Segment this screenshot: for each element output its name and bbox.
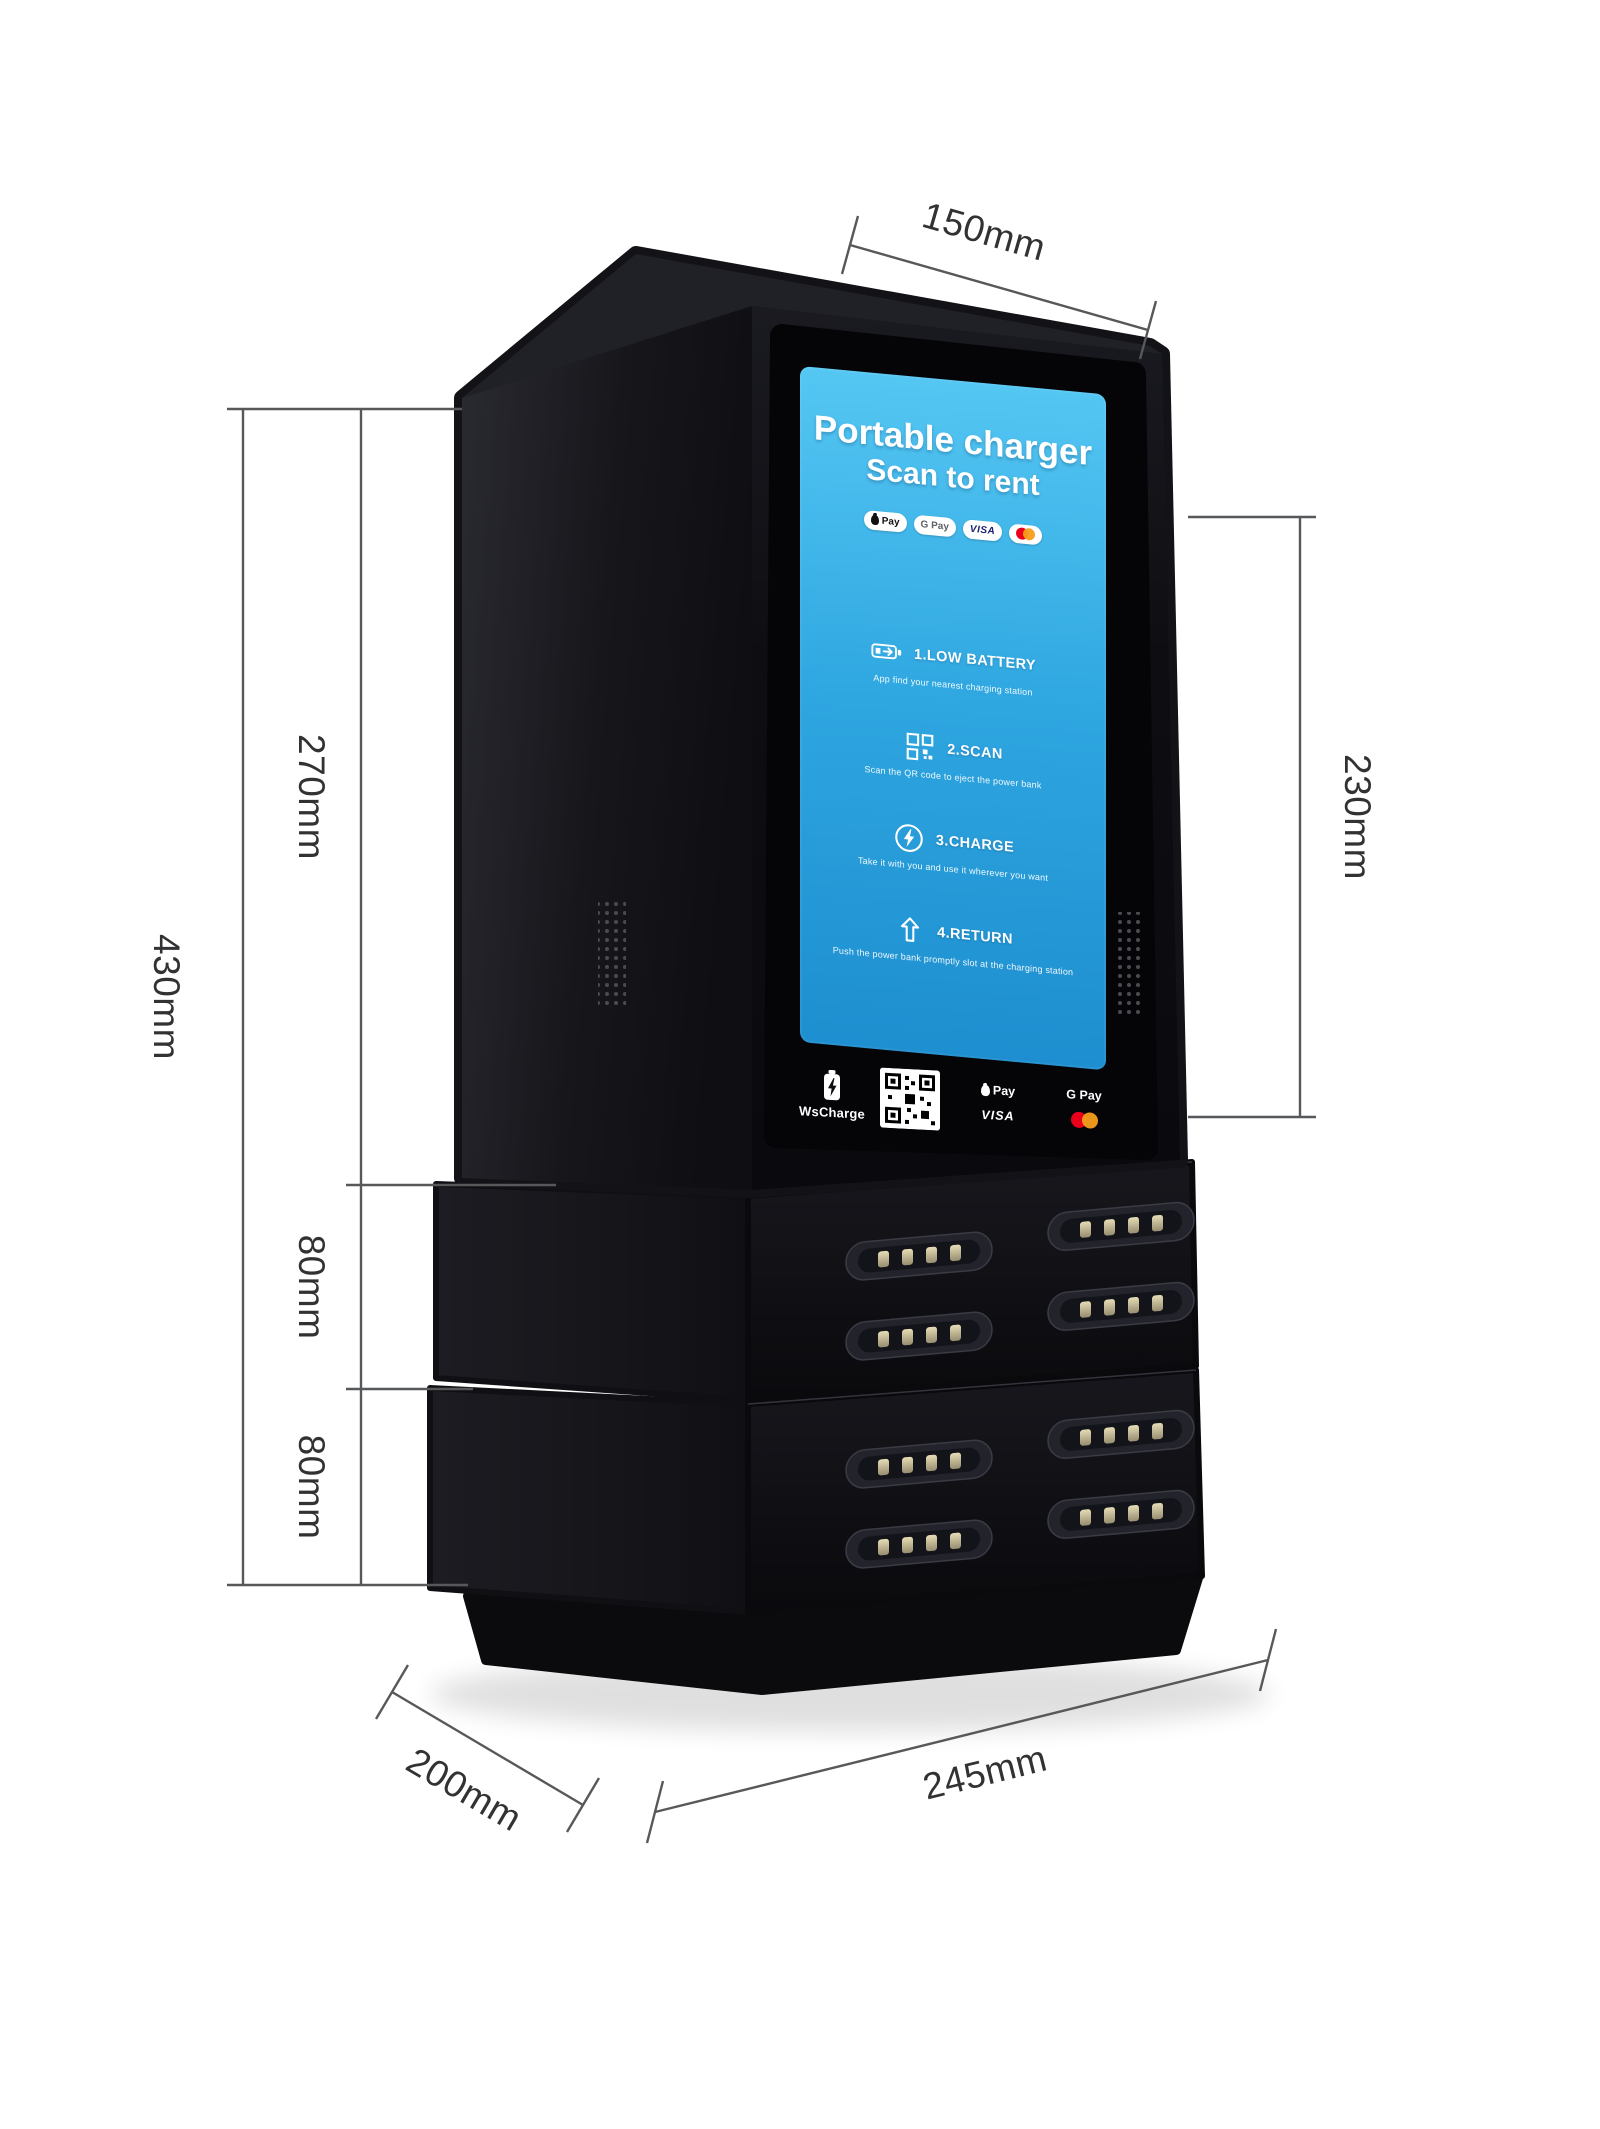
machine-module-1	[433, 1159, 1199, 1403]
apple-pay-badge: Pay	[863, 509, 907, 533]
step-charge: 3.CHARGE Take it with you and use it whe…	[800, 811, 1106, 931]
kiosk-bottom-panel: WsCharge Pay G Pay VISA	[794, 1050, 1126, 1153]
step-label: 2.SCAN	[947, 741, 1003, 763]
dimension-label-module1-height: 80mm	[291, 1234, 332, 1340]
mastercard-icon	[1016, 527, 1036, 542]
apple-pay-text: Pay	[992, 1083, 1016, 1099]
visa-label: VISA	[969, 523, 996, 537]
return-arrow-icon	[901, 917, 920, 942]
apple-logo-icon	[870, 514, 879, 526]
apple-pay-mark: Pay	[980, 1083, 1016, 1099]
head-side-face	[462, 306, 752, 1190]
speaker-grille-right	[1116, 912, 1144, 1018]
panel-payment-methods: Pay G Pay VISA	[956, 1081, 1126, 1130]
mastercard-icon	[1070, 1111, 1098, 1129]
apple-pay-label: Pay	[881, 515, 900, 529]
machine-module-2	[427, 1367, 1205, 1615]
head-top-bevel	[462, 254, 1162, 398]
g-pay-mark: G Pay	[1066, 1087, 1102, 1104]
rental-steps: 1.LOW BATTERY App find your nearest char…	[800, 627, 1106, 1023]
qr-code	[880, 1067, 940, 1131]
step-scan: 2.SCAN Scan the QR code to eject the pow…	[800, 719, 1106, 839]
speaker-grille-left	[598, 900, 626, 1006]
wscharge-battery-logo-icon	[824, 1069, 840, 1101]
brand-logo: WsCharge	[794, 1068, 870, 1122]
payment-badges: Pay G Pay VISA	[800, 504, 1106, 551]
dimension-label-screen-height: 230mm	[1337, 754, 1378, 880]
g-pay-label: G Pay	[920, 518, 949, 533]
step-low-battery: 1.LOW BATTERY App find your nearest char…	[800, 627, 1106, 747]
brand-name: WsCharge	[799, 1103, 865, 1122]
g-pay-badge: G Pay	[913, 514, 956, 538]
visa-mark: VISA	[981, 1107, 1015, 1124]
low-battery-icon	[871, 643, 902, 660]
step-label: 1.LOW BATTERY	[914, 646, 1036, 674]
dimension-lines	[227, 215, 1316, 1844]
apple-logo-icon	[980, 1084, 990, 1096]
kiosk-screen: Portable charger Scan to rent Pay G Pay …	[800, 366, 1106, 1071]
step-label: 3.CHARGE	[935, 832, 1015, 856]
step-label: 4.RETURN	[937, 924, 1013, 948]
scan-qr-icon	[906, 732, 934, 761]
dimension-label-module2-height: 80mm	[291, 1434, 332, 1540]
step-return: 4.RETURN Push the power bank promptly sl…	[800, 903, 1106, 1023]
dimension-label-total-height: 430mm	[146, 934, 187, 1060]
visa-badge: VISA	[962, 518, 1003, 542]
charge-bolt-icon	[895, 824, 923, 852]
mastercard-badge	[1009, 523, 1043, 546]
dimension-label-head-height: 270mm	[291, 734, 332, 860]
